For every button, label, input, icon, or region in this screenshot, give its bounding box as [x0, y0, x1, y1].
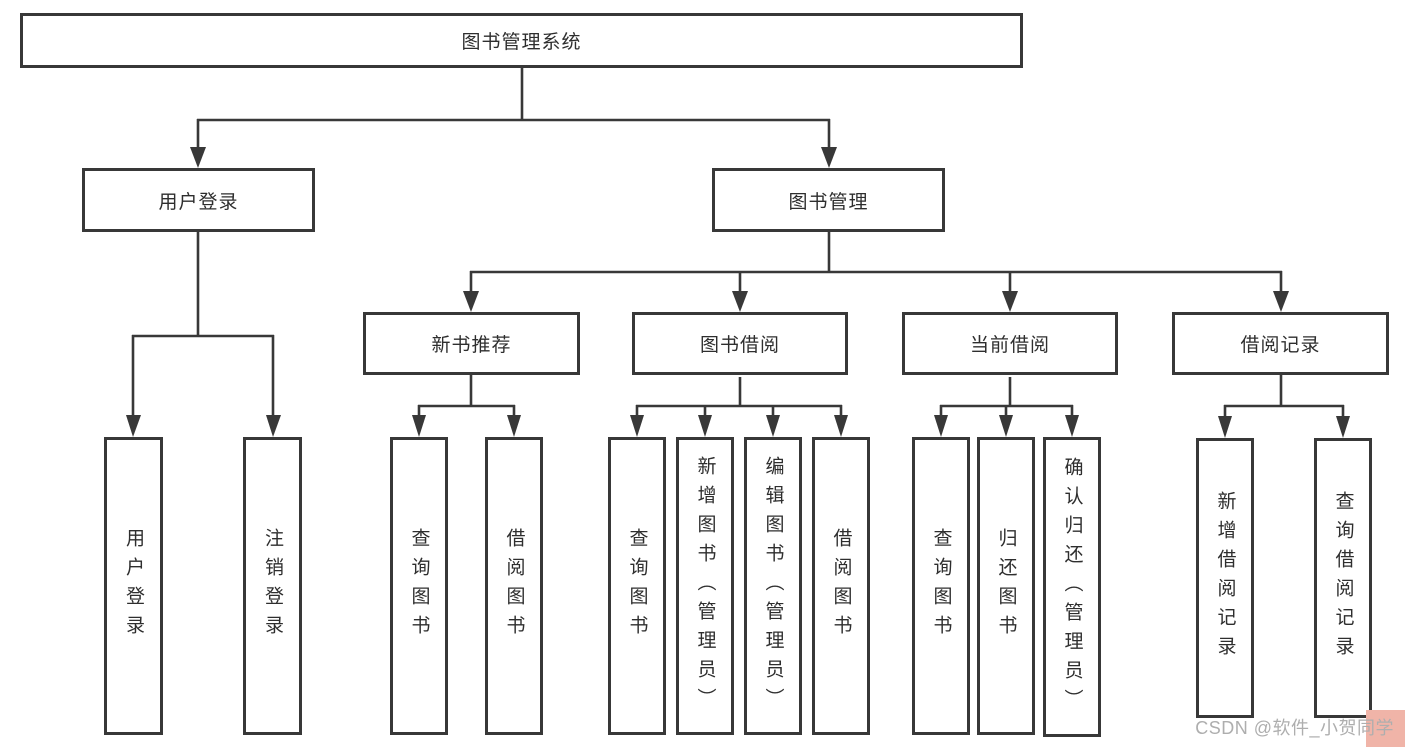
node-root: 图书管理系统 [20, 13, 1023, 68]
watermark-highlight [1366, 710, 1405, 747]
node-root-label: 图书管理系统 [461, 32, 582, 53]
node-new-book-recommend-label: 新书推荐 [431, 335, 512, 356]
leaf-current-return-books: 归还图书 [977, 437, 1035, 735]
leaf-newbooks-borrow-books-label: 借阅图书 [503, 528, 525, 644]
leaf-borrowing-add-books-admin-label: 新增图书（管理员） [694, 455, 716, 717]
leaf-user-login-label: 用户登录 [123, 528, 144, 644]
leaf-borrowing-edit-books-admin-label: 编辑图书（管理员） [762, 455, 784, 717]
leaf-logout-label: 注销登录 [262, 528, 283, 644]
leaf-borrowing-add-books-admin: 新增图书（管理员） [676, 437, 734, 735]
leaf-borrowing-edit-books-admin: 编辑图书（管理员） [744, 437, 802, 735]
leaf-records-query-record: 查询借阅记录 [1314, 438, 1372, 718]
node-user-login: 用户登录 [82, 168, 315, 232]
leaf-current-return-books-label: 归还图书 [995, 528, 1017, 644]
node-borrow-records-label: 借阅记录 [1240, 335, 1321, 356]
leaf-user-login: 用户登录 [104, 437, 163, 735]
watermark: CSDN @软件_小贺同学 [1195, 718, 1394, 738]
leaf-current-query-books-label: 查询图书 [930, 528, 952, 644]
node-book-borrowing-label: 图书借阅 [699, 335, 780, 356]
node-current-borrowing: 当前借阅 [902, 312, 1118, 375]
node-user-login-label: 用户登录 [158, 191, 239, 213]
leaf-records-add-record: 新增借阅记录 [1196, 438, 1254, 718]
node-book-management-label: 图书管理 [788, 191, 869, 213]
leaf-newbooks-borrow-books: 借阅图书 [485, 437, 543, 735]
leaf-borrowing-query-books-label: 查询图书 [626, 528, 648, 644]
leaf-borrowing-borrow-books: 借阅图书 [812, 437, 870, 735]
leaf-current-query-books: 查询图书 [912, 437, 970, 735]
node-new-book-recommend: 新书推荐 [363, 312, 580, 375]
leaf-borrowing-borrow-books-label: 借阅图书 [830, 528, 852, 644]
node-book-management: 图书管理 [712, 168, 945, 232]
node-book-borrowing: 图书借阅 [632, 312, 848, 375]
leaf-logout: 注销登录 [243, 437, 302, 735]
leaf-current-confirm-return-admin-label: 确认归还（管理员） [1061, 456, 1083, 718]
node-borrow-records: 借阅记录 [1172, 312, 1389, 375]
node-current-borrowing-label: 当前借阅 [969, 335, 1050, 356]
leaf-newbooks-query-books-label: 查询图书 [408, 528, 430, 644]
leaf-borrowing-query-books: 查询图书 [608, 437, 666, 735]
leaf-records-query-record-label: 查询借阅记录 [1332, 491, 1354, 665]
leaf-records-add-record-label: 新增借阅记录 [1214, 491, 1236, 665]
leaf-current-confirm-return-admin: 确认归还（管理员） [1043, 437, 1101, 737]
leaf-newbooks-query-books: 查询图书 [390, 437, 448, 735]
